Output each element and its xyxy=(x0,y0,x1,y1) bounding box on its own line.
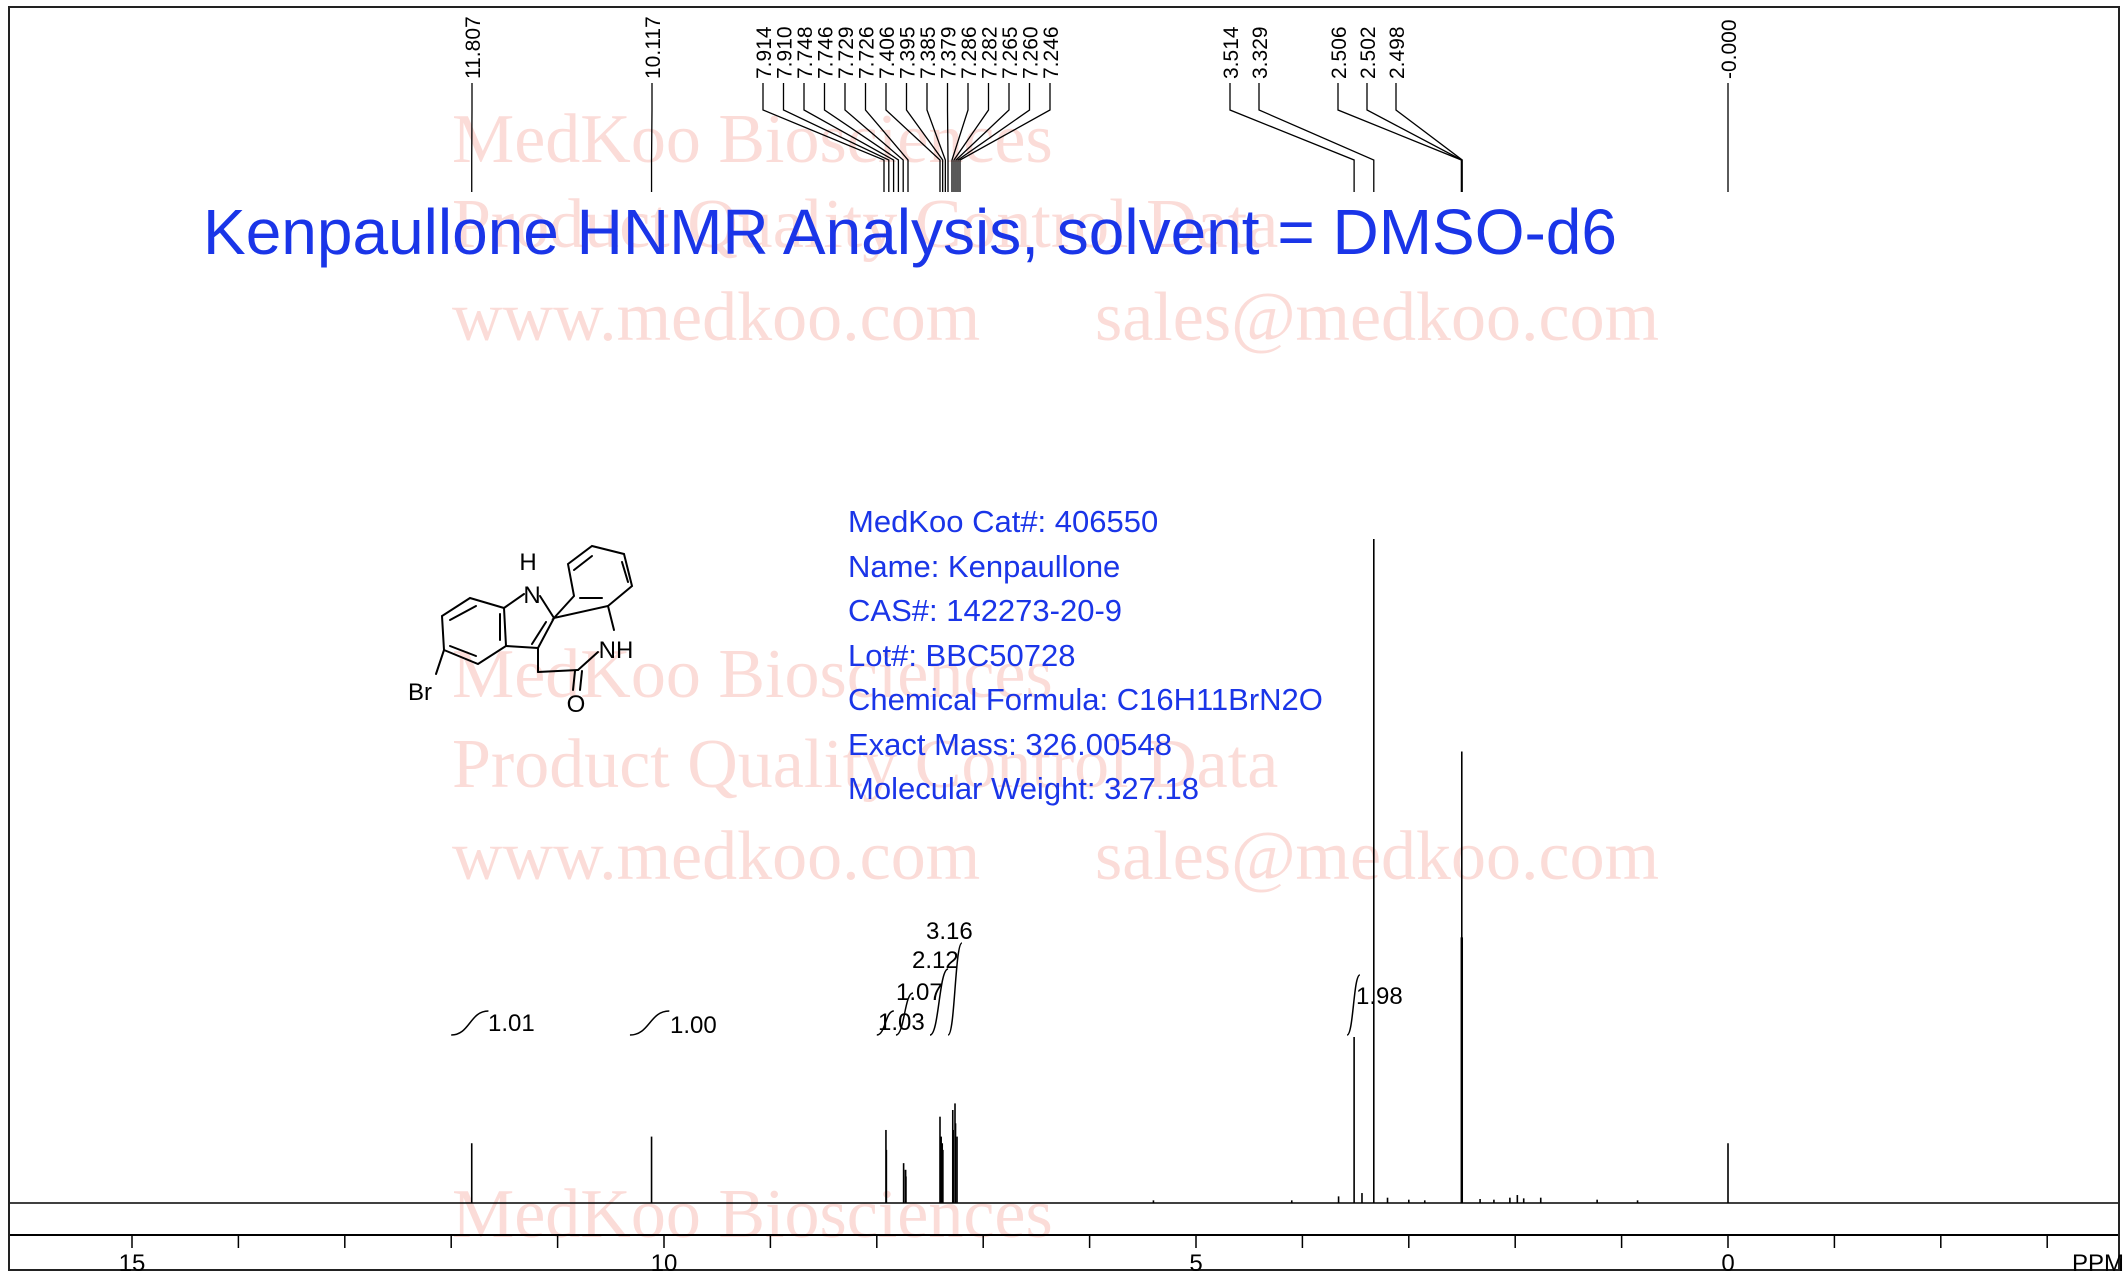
peak-label: 7.914 xyxy=(753,26,776,79)
cas-number: CAS#: 142273-20-9 xyxy=(848,593,1123,628)
peak-label: 7.286 xyxy=(958,26,981,79)
integral-label: 1.01 xyxy=(488,1010,535,1037)
peak-labels: 11.807 10.117 7.9147.9107.7487.7467.7297.7… xyxy=(462,16,1741,79)
peak-label: 7.265 xyxy=(999,26,1022,79)
peak-connector xyxy=(782,83,890,192)
integral-curve xyxy=(1346,974,1361,1036)
watermark-email: sales@medkoo.com xyxy=(1095,818,1660,895)
integral-curve xyxy=(895,992,914,1036)
peak-connector xyxy=(762,83,885,192)
peak-connector xyxy=(957,83,1031,192)
peak-label: 7.246 xyxy=(1040,26,1063,79)
x-axis-ticks: 15 10 5 0 xyxy=(119,1235,2048,1277)
exact-mass: Exact Mass: 326.00548 xyxy=(848,726,1172,762)
integral-label: 1.03 xyxy=(878,1009,925,1036)
peak-label: 7.260 xyxy=(1020,26,1043,79)
structure-label-br: Br xyxy=(408,679,432,706)
structure-label-n: N xyxy=(523,582,540,609)
lot-number: Lot#: BBC50728 xyxy=(848,637,1076,673)
x-axis-label: PPM xyxy=(2072,1250,2124,1277)
peak-label: 3.514 xyxy=(1220,26,1243,79)
compound-name: Name: Kenpaullone xyxy=(848,548,1121,584)
peak-connector xyxy=(823,83,900,192)
peak-connector xyxy=(1337,83,1463,192)
catalog-number: MedKoo Cat#: 406550 xyxy=(848,504,1159,539)
peak-connector xyxy=(1229,83,1355,192)
peak-connectors xyxy=(471,83,1729,192)
integral-label: 1.98 xyxy=(1356,983,1403,1010)
peak-label: 7.379 xyxy=(938,26,961,79)
chemical-structure: H N NH O Br xyxy=(408,544,634,718)
peak-connector xyxy=(1395,83,1463,192)
peak-connector xyxy=(946,83,949,192)
integral-curve xyxy=(629,1010,670,1036)
peak-label: 2.502 xyxy=(1357,26,1380,79)
peak-label: 10.117 xyxy=(642,16,665,79)
structure-label-o: O xyxy=(567,691,586,718)
integral-curve xyxy=(876,1010,895,1036)
structure-label-h: H xyxy=(519,549,536,576)
chart-title: Kenpaullone HNMR Analysis, solvent = DMS… xyxy=(203,196,1617,268)
x-tick-label: 15 xyxy=(119,1250,146,1277)
peak-connector xyxy=(803,83,895,192)
peak-label: 2.498 xyxy=(1386,26,1409,79)
integrals: 1.01 1.00 1.03 1.07 2.123.16 1.98 xyxy=(451,918,1403,1039)
peak-label: 7.729 xyxy=(835,26,858,79)
peak-connector xyxy=(885,83,941,192)
peak-label: 7.910 xyxy=(774,26,797,79)
peak-connector xyxy=(951,83,969,192)
watermark-email: sales@medkoo.com xyxy=(1095,279,1660,356)
integral-curve xyxy=(947,942,963,1036)
integral-curve xyxy=(929,968,949,1036)
peak-label: 11.807 xyxy=(462,16,485,79)
peak-label: 7.282 xyxy=(979,26,1002,79)
peak-label: 7.746 xyxy=(815,26,838,79)
peak-label: 3.329 xyxy=(1249,26,1272,79)
peak-connector xyxy=(905,83,944,192)
watermark-company: MedKoo Biosciences xyxy=(452,636,1053,713)
integral-label: 1.07 xyxy=(896,979,943,1006)
watermark-product: Product Quality Control Data xyxy=(452,726,1279,803)
peak-label: 7.726 xyxy=(856,26,879,79)
integral-label: 2.12 xyxy=(912,947,959,974)
peak-label: 7.748 xyxy=(794,26,817,79)
compound-info: MedKoo Cat#: 406550 Name: Kenpaullone CA… xyxy=(848,500,1323,812)
peak-connector xyxy=(864,83,909,192)
molecular-weight: Molecular Weight: 327.18 xyxy=(848,771,1199,806)
peak-connector xyxy=(953,83,990,192)
peak-label: 7.395 xyxy=(897,26,920,79)
x-tick-label: 10 xyxy=(651,1250,678,1277)
x-tick-label: 0 xyxy=(1721,1250,1734,1277)
integral-label: 1.00 xyxy=(670,1012,717,1039)
peak-label: 7.385 xyxy=(917,26,940,79)
x-tick-label: 5 xyxy=(1189,1250,1202,1277)
watermark-website: www.medkoo.com xyxy=(452,818,981,895)
peak-connector xyxy=(926,83,946,192)
chemical-formula: Chemical Formula: C16H11BrN2O xyxy=(848,682,1323,717)
integral-curve xyxy=(451,1010,489,1036)
peak-connector xyxy=(955,83,1010,192)
structure-label-nh: NH xyxy=(599,637,634,664)
watermark-website: www.medkoo.com xyxy=(452,279,981,356)
peak-connector xyxy=(1258,83,1375,192)
peak-connector xyxy=(1366,83,1463,192)
peak-connector xyxy=(844,83,904,192)
watermark-product: Product Quality Control Data xyxy=(452,186,1279,263)
integral-label: 3.16 xyxy=(926,918,973,945)
peak-connector xyxy=(959,83,1051,192)
peak-label: 2.506 xyxy=(1328,26,1351,79)
peak-label: 7.406 xyxy=(876,26,899,79)
peak-label: -0.000 xyxy=(1718,19,1741,79)
plot-frame xyxy=(8,6,2120,1271)
spectrum-peaks xyxy=(470,539,1729,1203)
